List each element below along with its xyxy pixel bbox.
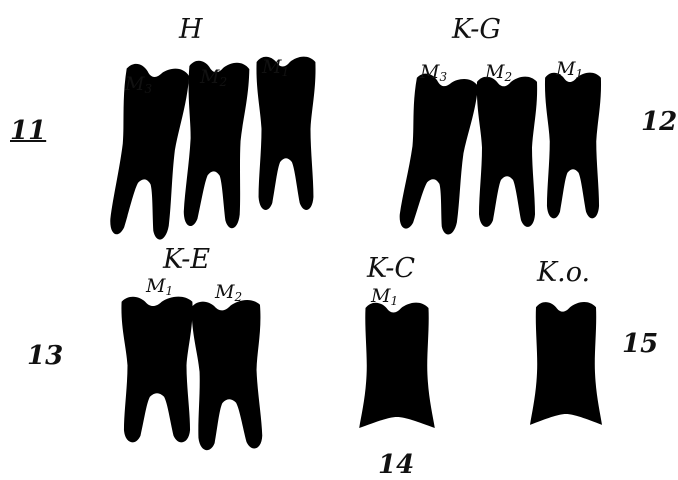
fig13-m2-label: M2 xyxy=(215,283,242,303)
fig12-tooth-m3 xyxy=(396,72,479,236)
fig12-m3-label: M3 xyxy=(420,63,447,83)
fig14-tooth-m1 xyxy=(359,303,435,428)
fig12-tooth-m1 xyxy=(545,73,601,219)
fig11-m3-label: M3 xyxy=(125,75,152,95)
fig11-m1-label: M1 xyxy=(262,58,289,78)
fig14-group-label: K-C xyxy=(367,255,415,282)
fig12-tooth-m2 xyxy=(477,77,537,227)
fig14-number: 14 xyxy=(378,452,414,478)
fig15-number: 15 xyxy=(622,331,658,357)
fig13-m1-label: M1 xyxy=(146,277,173,297)
fig13-group-label: K-E xyxy=(163,246,210,273)
fig13-tooth-m1 xyxy=(121,297,192,443)
fig11-m2-label: M2 xyxy=(200,68,227,88)
fig11-tooth-m1 xyxy=(256,57,315,210)
fig11-number: 11 xyxy=(10,118,46,144)
fig12-number: 12 xyxy=(641,109,677,135)
fig12-group-label: K-G xyxy=(452,16,501,43)
fig11-group-label: H xyxy=(179,16,203,43)
fig12-m1-label: M1 xyxy=(556,60,583,80)
fig15-tooth xyxy=(530,302,602,425)
fig13-tooth-m2 xyxy=(191,300,265,451)
fig15-group-label: K.o. xyxy=(537,259,590,286)
fig14-m1-label: M1 xyxy=(371,287,398,307)
fig13-number: 13 xyxy=(27,343,63,369)
fig12-m2-label: M2 xyxy=(485,63,512,83)
